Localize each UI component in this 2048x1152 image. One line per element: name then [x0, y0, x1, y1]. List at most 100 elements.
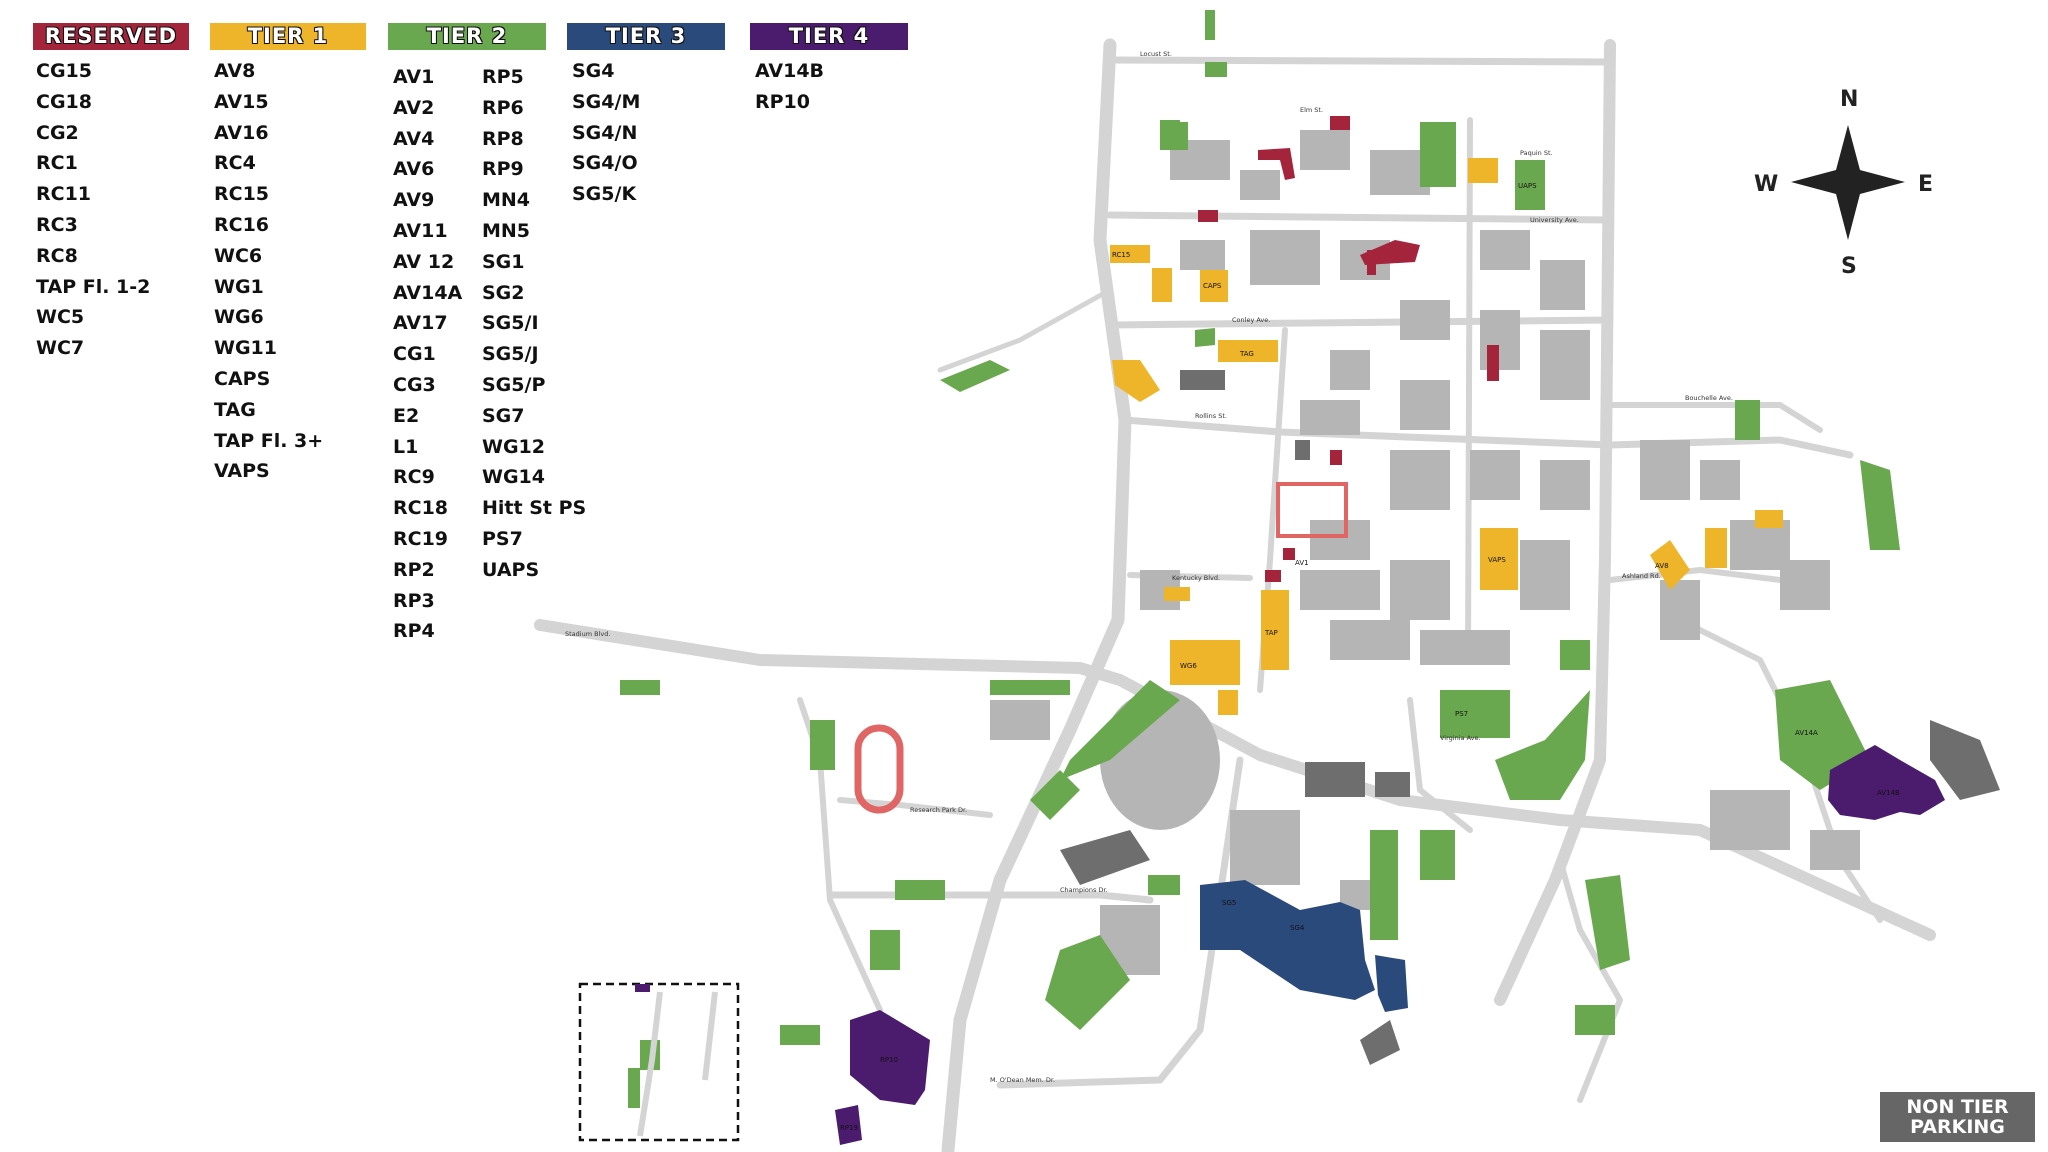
lot-label-av1: AV1 [1295, 559, 1309, 567]
parking-lot-yellow [1110, 245, 1150, 263]
parking-lot-green [1195, 328, 1215, 347]
lot-entry: AV1 [393, 66, 435, 88]
building [1300, 130, 1350, 170]
parking-lot-purple [1828, 745, 1945, 820]
tier-header-reserved: RESERVED [33, 23, 189, 50]
road-labels: Locust St. Elm St. Paquin St. University… [565, 50, 1733, 1084]
college-ave-road [1494, 39, 1616, 1006]
lot-entry: SG4 [572, 60, 615, 82]
lot-entry: WC7 [36, 337, 85, 360]
legend-column-tier4: TIER 4 AV14B RP10 [750, 23, 908, 118]
dark-buildings [1060, 370, 2000, 1065]
inset-lot-green [628, 1068, 640, 1108]
lot-label-rp10: RP10 [880, 1056, 898, 1064]
lot-entry: CG2 [36, 121, 79, 144]
garage-building [1060, 830, 1150, 885]
parking-lot-green [990, 680, 1070, 695]
legend-column-tier2: TIER 2 AV1 AV2 AV4 AV6 AV9 AV11 AV 12 AV… [388, 23, 586, 642]
university-ave-road [1106, 211, 1614, 224]
compass-south: S [1841, 254, 1857, 279]
lot-entry: SG4/N [572, 121, 638, 144]
lot-label-ps7: PS7 [1455, 710, 1468, 718]
lot-entry: RP9 [482, 158, 524, 181]
building [1640, 440, 1690, 500]
road-label-virginia: Virginia Ave. [1440, 734, 1481, 742]
lot-entry: RP5 [482, 66, 524, 88]
lot-label-av14b: AV14B [1877, 789, 1900, 797]
parking-lot-yellow [1200, 270, 1228, 302]
parking-lot-purple [850, 1010, 930, 1105]
parking-tier-legend: RESERVED CG15 CG18 CG2 RC1 RC11 RC3 RC8 … [0, 0, 1000, 642]
lot-entry: RC9 [393, 466, 435, 489]
tier-header-tier4: TIER 4 [750, 23, 908, 50]
lot-entry: AV15 [214, 90, 269, 113]
lot-entry: CG18 [36, 90, 92, 113]
virginia-ave-road [1407, 697, 1473, 833]
road-label-university: University Ave. [1530, 216, 1579, 224]
nw-spur-road [937, 287, 1113, 373]
parking-lot-yellow [1705, 528, 1727, 568]
parking-lot-red [1198, 210, 1218, 222]
lot-entry: AV8 [214, 60, 256, 82]
road-label-bouchelle: Bouchelle Ave. [1685, 394, 1733, 402]
lot-entry: AV14A [393, 281, 463, 304]
compass-east: E [1918, 172, 1933, 197]
lot-label-caps: CAPS [1203, 282, 1222, 290]
building [1300, 570, 1380, 610]
lot-entry: RC8 [36, 244, 78, 267]
lot-entry: MN5 [482, 219, 531, 242]
building [990, 700, 1050, 740]
inset-lot-purple [635, 984, 650, 992]
building [1310, 520, 1370, 560]
parking-lot-yellow [1755, 510, 1783, 528]
parking-lot-green [1440, 690, 1510, 738]
parking-lot-green [1030, 770, 1080, 820]
parking-lot-green [620, 680, 660, 695]
road-label-locust: Locust St. [1140, 50, 1172, 58]
lot-entry: AV6 [393, 158, 435, 181]
building [1540, 330, 1590, 400]
tier-header-tier2: TIER 2 [388, 23, 546, 50]
parking-lot-green [780, 1025, 820, 1045]
parking-lot-red [1330, 450, 1342, 465]
building [1180, 240, 1225, 270]
lot-entry: PS7 [482, 527, 523, 550]
parking-lot-red [1487, 345, 1499, 381]
parking-lot-green [940, 360, 1010, 392]
building [1480, 310, 1520, 370]
building [1400, 300, 1450, 340]
building [1400, 380, 1450, 430]
conley-ave-road [1106, 316, 1614, 329]
lot-entry: AV9 [393, 189, 435, 212]
parking-lot-red [1367, 250, 1376, 275]
road-label-research-park: Research Park Dr. [910, 806, 967, 814]
lot-entry: WG11 [214, 337, 277, 360]
tier-list-tier3: SG4 SG4/M SG4/N SG4/O SG5/K [567, 56, 725, 210]
building [1330, 620, 1410, 660]
lot-entry: SG4/M [572, 90, 641, 113]
parking-lot-yellow [1468, 158, 1498, 183]
lot-entry: RP8 [482, 127, 524, 150]
building [1480, 230, 1530, 270]
building [1250, 230, 1320, 285]
parking-lot-green [1060, 680, 1180, 780]
parking-lot-red [1258, 148, 1295, 180]
locust-st-road [1106, 56, 1614, 66]
lot-entry: RC16 [214, 213, 270, 236]
parking-lot-yellow [1261, 590, 1289, 670]
inset-frame [578, 982, 740, 1142]
parking-lot-blue [1375, 955, 1408, 1012]
lot-entry: AV17 [393, 312, 448, 335]
lot-entry: TAP Fl. 1-2 [36, 275, 151, 298]
building [1300, 400, 1360, 435]
parking-lot-green [1515, 160, 1545, 210]
lot-entry: L1 [393, 435, 419, 458]
legend-column-reserved: RESERVED CG15 CG18 CG2 RC1 RC11 RC3 RC8 … [33, 23, 189, 364]
lot-entry: VAPS [214, 460, 270, 483]
lot-entry: SG5/K [572, 183, 637, 206]
ashland-rd-road [1607, 567, 1783, 583]
lot-entry: E2 [393, 404, 420, 427]
parking-lot-green [1205, 10, 1215, 40]
parking-lot-yellow [1480, 528, 1518, 590]
road-label-paquin: Paquin St. [1520, 149, 1553, 157]
